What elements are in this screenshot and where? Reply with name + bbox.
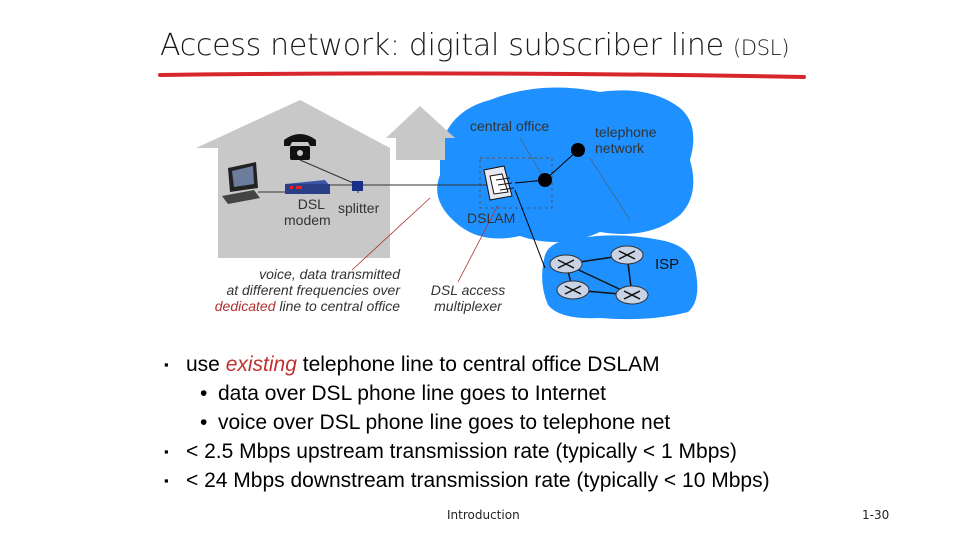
title-paren: (DSL) xyxy=(733,36,790,60)
voice-data-annotation: voice, data transmitted at different fre… xyxy=(190,266,400,314)
bullet-square-icon: ▪ xyxy=(164,444,169,459)
bullet-square-icon: ▪ xyxy=(164,357,169,372)
sub-bullet-item: • data over DSL phone line goes to Intern… xyxy=(160,379,860,408)
central-office-building xyxy=(386,106,455,160)
dsl-modem-label-1: DSL xyxy=(297,196,325,212)
mux-annotation-line1: DSL access xyxy=(430,282,506,298)
router-icon xyxy=(610,245,644,265)
splitter-icon xyxy=(352,181,363,191)
telephone-network-cloud xyxy=(437,87,694,243)
isp-routers xyxy=(549,245,649,305)
telephone-icon xyxy=(284,134,316,160)
voice-annotation-line3: dedicated line to central office xyxy=(190,298,400,314)
sub-bullet-text: voice over DSL phone line goes to teleph… xyxy=(218,411,671,434)
splitter-label: splitter xyxy=(338,200,380,216)
dslam-label: DSLAM xyxy=(467,210,516,226)
bullet-text: telephone line to central office DSLAM xyxy=(296,353,660,376)
telephone-switch-1 xyxy=(538,173,552,187)
bullet-list: ▪ use existing telephone line to central … xyxy=(160,350,860,495)
voice-annotation-line2: at different frequencies over xyxy=(226,282,400,298)
router-icon xyxy=(556,280,590,300)
sub-bullet-item: • voice over DSL phone line goes to telep… xyxy=(160,408,860,437)
central-office-label: central office xyxy=(470,118,550,134)
router-icon xyxy=(549,254,583,274)
dsl-modem-label-2: modem xyxy=(284,212,331,228)
bullet-item: ▪ < 2.5 Mbps upstream transmission rate (… xyxy=(160,437,860,466)
telephone-switch-2 xyxy=(571,143,585,157)
title-underline xyxy=(158,71,806,79)
bullet-square-icon: ▪ xyxy=(164,473,169,488)
bullet-dot-icon: • xyxy=(200,411,208,434)
router-icon xyxy=(615,285,649,305)
slide-number: 1-30 xyxy=(862,508,890,522)
home-house xyxy=(196,100,390,258)
bullet-item: ▪ < 24 Mbps downstream transmission rate … xyxy=(160,466,860,495)
voice-annotation-line1: voice, data transmitted xyxy=(259,266,400,282)
dsl-modem-icon xyxy=(285,180,330,194)
bullet-text: < 2.5 Mbps upstream transmission rate (t… xyxy=(186,440,737,463)
bullet-emphasis: existing xyxy=(225,353,297,376)
dslam-icon xyxy=(483,165,515,201)
telephone-network-label-text: telephone network xyxy=(595,124,657,156)
bullet-text: use xyxy=(186,353,226,376)
title-main: Access network: digital subscriber line xyxy=(160,28,724,63)
computer-icon xyxy=(222,162,260,204)
dsl-modem-label: DSL modem xyxy=(284,196,331,228)
voice-annotation-line3-rest: line to central office xyxy=(279,298,400,314)
mux-annotation: DSL access multiplexer xyxy=(418,282,518,314)
bullet-dot-icon: • xyxy=(200,382,208,405)
central-office-box xyxy=(479,157,553,209)
sub-bullet-text: data over DSL phone line goes to Interne… xyxy=(218,382,606,405)
isp-label: ISP xyxy=(655,256,680,273)
bullet-text: < 24 Mbps downstream transmission rate (… xyxy=(186,469,770,492)
telephone-network-label: telephone network xyxy=(595,124,665,156)
mux-annotation-line2: multiplexer xyxy=(434,298,502,314)
dedicated-text: dedicated xyxy=(214,298,276,314)
slide-title: Access network: digital subscriber line … xyxy=(160,28,789,63)
footer-section-label: Introduction xyxy=(447,508,520,522)
bullet-item: ▪ use existing telephone line to central … xyxy=(160,350,860,379)
